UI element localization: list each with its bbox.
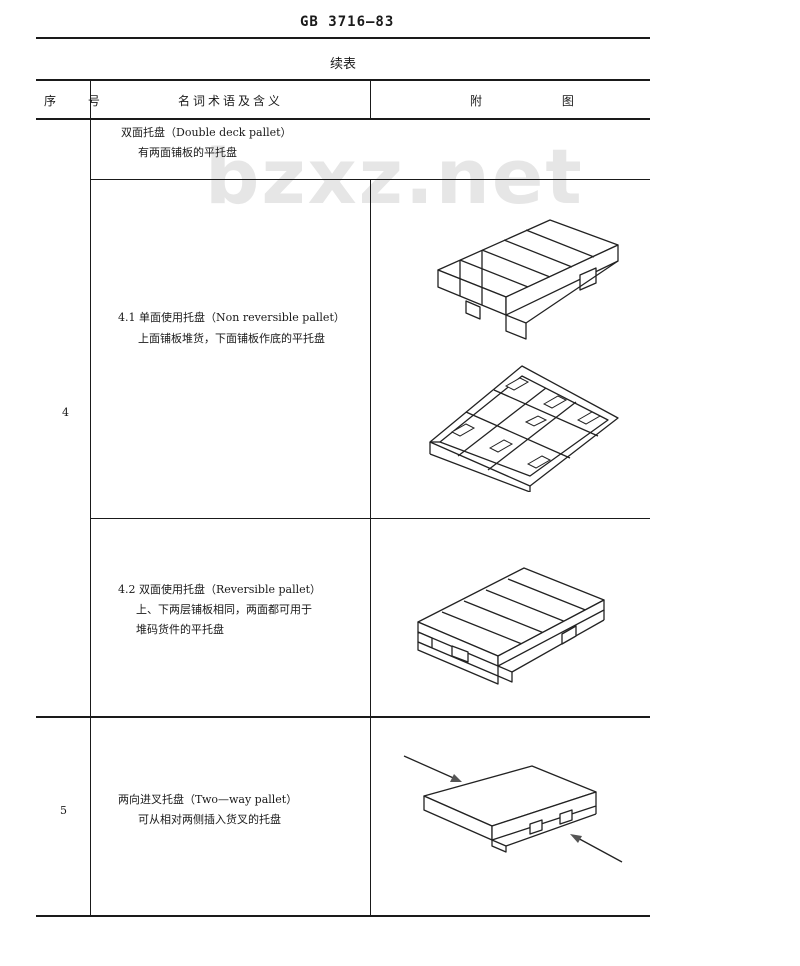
term-double-deck-en: （Double deck pallet） [165,126,292,139]
table-bottom-rule [36,915,650,917]
watermark: bzxz.net [205,132,584,221]
term-non-reversible-definition: 上面铺板堆货，下面铺板作底的平托盘 [138,332,325,345]
term-two-way-title: 两向进叉托盘（Two—way pallet） [118,793,298,806]
reversible-pallet-drawing [417,567,605,685]
term-reversible-definition-line1: 上、下两层铺板相同，两面都可用于 [136,603,312,616]
row-seq-4: 4 [62,406,69,419]
figure-column-divider [370,179,371,916]
column-header-figure: 附 图 [470,94,612,108]
term-reversible-definition-line2: 堆码货件的平托盘 [136,623,224,636]
column-header-seq: 序 号 [44,94,114,108]
standard-number: GB 3716—83 [300,14,395,30]
single-face-pallet-bottom-drawing [429,365,619,492]
figure-column-divider-header [370,80,371,119]
term-two-way-definition: 可从相对两侧插入货叉的托盘 [138,813,281,826]
row-seq-5: 5 [60,804,67,817]
single-face-pallet-top-drawing [437,219,619,340]
column-header-term: 名词术语及含义 [178,94,284,108]
two-way-pallet-drawing [403,755,623,863]
term-double-deck-zh: 双面托盘 [121,126,165,139]
row-divider [36,716,650,718]
term-double-deck-definition: 有两面铺板的平托盘 [138,146,237,159]
header-rule [36,37,650,39]
table-top-rule [36,79,650,81]
term-non-reversible-title: 4.1 单面使用托盘（Non reversible pallet） [118,311,345,324]
table-caption: 续表 [330,57,357,72]
column-header-rule [36,118,650,120]
term-double-deck-title: 双面托盘（Double deck pallet） [121,123,292,143]
term-reversible-title: 4.2 双面使用托盘（Reversible pallet） [118,583,322,596]
seq-column-divider [90,80,91,916]
